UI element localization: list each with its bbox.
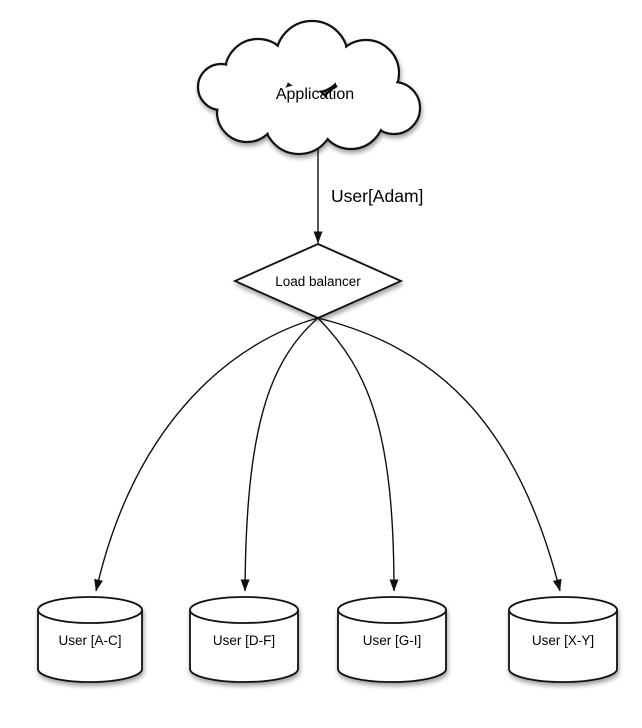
database-node-user-a-c: User [A-C] xyxy=(37,596,143,683)
cylinder-body xyxy=(508,610,618,683)
cylinder-top xyxy=(508,596,618,624)
cloud-fill xyxy=(277,22,347,92)
database-label: User [D-F] xyxy=(213,633,275,648)
edge-loadbalancer-to-user-x-y xyxy=(317,317,562,592)
cylinder-body xyxy=(189,610,299,683)
database-node-user-x-y: User [X-Y] xyxy=(508,596,618,683)
database-label: User [X-Y] xyxy=(532,633,594,648)
database-label: User [A-C] xyxy=(58,633,121,648)
cylinder-body xyxy=(337,610,447,683)
edge-label-user-adam: User[Adam] xyxy=(331,186,423,206)
database-label: User [G-I] xyxy=(363,633,422,648)
cylinder-top xyxy=(37,596,143,624)
application-cloud-node: Application xyxy=(196,19,422,156)
application-label: Application xyxy=(276,86,354,103)
edge-loadbalancer-to-user-d-f xyxy=(240,317,319,592)
cylinder-top xyxy=(337,596,447,624)
load-balancer-node: Load balancer xyxy=(232,243,404,319)
cloud-fill xyxy=(265,85,333,153)
cloud-fill xyxy=(319,84,383,148)
edges-layer: User[Adam] xyxy=(94,146,562,592)
database-node-user-d-f: User [D-F] xyxy=(189,596,299,683)
database-node-user-g-i: User [G-I] xyxy=(337,596,447,683)
diamond-shape xyxy=(232,243,404,319)
edge-loadbalancer-to-user-g-i xyxy=(317,317,399,592)
cylinder-top xyxy=(189,596,299,624)
cylinder-body xyxy=(37,610,143,683)
edge-loadbalancer-to-user-a-c xyxy=(94,317,319,592)
cloud-fill xyxy=(199,65,243,109)
load-balancer-label: Load balancer xyxy=(275,274,361,289)
